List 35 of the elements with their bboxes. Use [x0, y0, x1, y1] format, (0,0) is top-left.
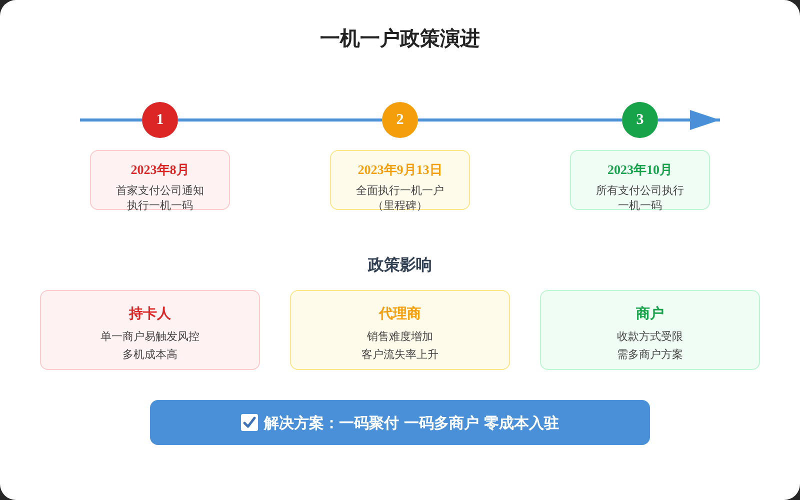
- timeline-arrow: [658, 110, 720, 130]
- timeline-line: [178, 118, 382, 122]
- timeline-line: [80, 118, 142, 122]
- impact-card: [540, 290, 760, 370]
- step-number: 3: [636, 112, 644, 128]
- solution-text: 解决方案：一码聚付 一码多商户 零成本入驻: [264, 412, 560, 432]
- impact-heading: 商户: [636, 305, 664, 323]
- date-card: [570, 150, 710, 210]
- impact-item: 收款方式受限: [617, 329, 683, 345]
- date-card: [330, 150, 470, 210]
- solution-banner: [150, 400, 650, 445]
- description-text: 全面执行一机一户（里程碑）: [355, 183, 445, 213]
- step-circle: [622, 102, 658, 138]
- impact-card: [40, 290, 260, 370]
- step-number: 2: [396, 112, 404, 128]
- step-circle: [142, 102, 178, 138]
- impact-item: 需多商户方案: [617, 347, 683, 363]
- date-text: 2023年10月: [608, 161, 672, 179]
- timeline-line: [418, 118, 622, 122]
- date-text: 2023年9月13日: [358, 161, 442, 179]
- title: 一机一户政策演进: [320, 25, 480, 52]
- impact-heading: 持卡人: [129, 305, 171, 323]
- impact-heading: 代理商: [379, 305, 421, 323]
- impact-item: 多机成本高: [122, 347, 178, 363]
- step-circle: [382, 102, 418, 138]
- impact-item: 客户流失率上升: [362, 347, 438, 363]
- impact-item: 销售难度增加: [367, 329, 433, 345]
- description-text: 首家支付公司通知执行一机一码: [115, 183, 205, 213]
- description-text: 所有支付公司执行一机一码: [595, 183, 685, 213]
- date-card: [90, 150, 230, 210]
- impact-card: [290, 290, 510, 370]
- impact-item: 单一商户易触发风控: [100, 329, 200, 345]
- section-heading: 政策影响: [368, 254, 432, 276]
- date-text: 2023年8月: [130, 161, 190, 179]
- step-number: 1: [156, 112, 164, 128]
